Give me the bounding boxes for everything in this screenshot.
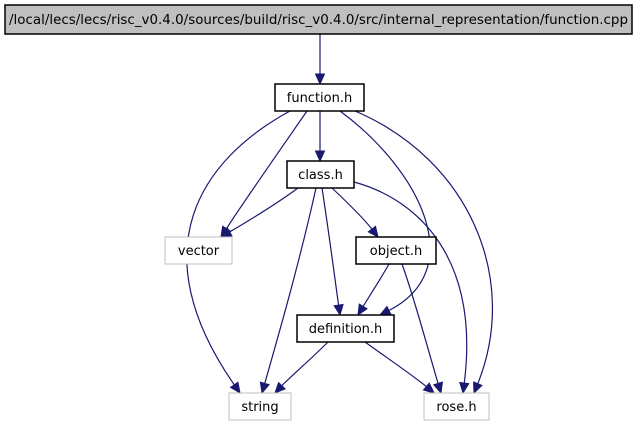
edge-line: [354, 110, 494, 385]
edge-object-h-to-definition-h: [357, 263, 390, 317]
edge-line: [364, 341, 428, 388]
edge-line: [353, 181, 468, 385]
edge-line: [280, 341, 329, 387]
node-object-h[interactable]: object.h: [355, 236, 437, 265]
node-function-h[interactable]: function.h: [274, 83, 365, 112]
node-box: [164, 236, 233, 265]
edge-class-h-to-rose-h: [353, 181, 470, 395]
node-box: [286, 160, 355, 189]
edge-object-h-to-rose-h: [401, 263, 444, 395]
edge-line: [339, 110, 431, 312]
node-label: rose.h: [436, 400, 476, 415]
node-box: [228, 392, 292, 421]
node-box: [274, 83, 365, 112]
node-definition-h[interactable]: definition.h: [296, 314, 395, 343]
arrowhead-icon: [432, 381, 444, 395]
node-box: [423, 392, 490, 421]
node-label: definition.h: [309, 322, 383, 337]
arrowhead-icon: [333, 303, 344, 317]
arrowhead-icon: [259, 381, 270, 395]
node-class-h[interactable]: class.h: [286, 160, 355, 189]
node-vector: vector: [164, 236, 233, 265]
arrowhead-icon: [229, 381, 241, 394]
arrowhead-icon: [473, 381, 483, 395]
edge-function-h-to-string: [186, 110, 291, 394]
edges-layer: [186, 33, 494, 395]
node-label: object.h: [370, 244, 422, 259]
arrowhead-icon: [459, 381, 470, 395]
arrowhead-icon: [367, 225, 379, 238]
edge-class-h-to-object-h: [331, 187, 379, 238]
arrowhead-icon: [378, 305, 392, 316]
node-rose-h: rose.h: [423, 392, 490, 421]
node-box: [296, 314, 395, 343]
node-label: class.h: [298, 168, 343, 183]
edge-function-h-to-class-h: [314, 110, 326, 163]
edge-class-h-to-string: [259, 187, 317, 395]
node-label: string: [241, 400, 278, 415]
edge-line: [331, 187, 374, 231]
node-function-cpp[interactable]: /local/lecs/lecs/risc_v0.4.0/sources/bui…: [4, 4, 633, 35]
node-label: /local/lecs/lecs/risc_v0.4.0/sources/bui…: [9, 13, 628, 28]
arrowhead-icon: [314, 150, 326, 163]
arrowhead-icon: [314, 73, 326, 86]
node-box: [4, 4, 633, 35]
edge-line: [321, 187, 340, 307]
arrowhead-icon: [274, 381, 287, 394]
edge-class-h-to-definition-h: [321, 187, 344, 317]
edge-function-cpp-to-function-h: [314, 33, 326, 86]
edge-line: [186, 110, 291, 386]
arrowhead-icon: [219, 227, 233, 238]
edge-function-h-to-rose-h: [354, 110, 494, 395]
edge-line: [263, 187, 317, 385]
node-label: function.h: [287, 91, 352, 106]
edge-function-h-to-definition-h: [339, 110, 431, 316]
edge-line: [228, 187, 299, 233]
edge-line: [362, 263, 390, 308]
edge-definition-h-to-string: [274, 341, 329, 394]
edge-line: [225, 110, 308, 230]
edge-class-h-to-vector: [219, 187, 299, 238]
edge-line: [401, 263, 439, 385]
arrowhead-icon: [357, 303, 368, 317]
edge-definition-h-to-rose-h: [364, 341, 435, 394]
arrowhead-icon: [422, 382, 435, 394]
node-label: vector: [178, 244, 220, 259]
nodes-layer: /local/lecs/lecs/risc_v0.4.0/sources/bui…: [4, 4, 633, 421]
node-string: string: [228, 392, 292, 421]
node-box: [355, 236, 437, 265]
